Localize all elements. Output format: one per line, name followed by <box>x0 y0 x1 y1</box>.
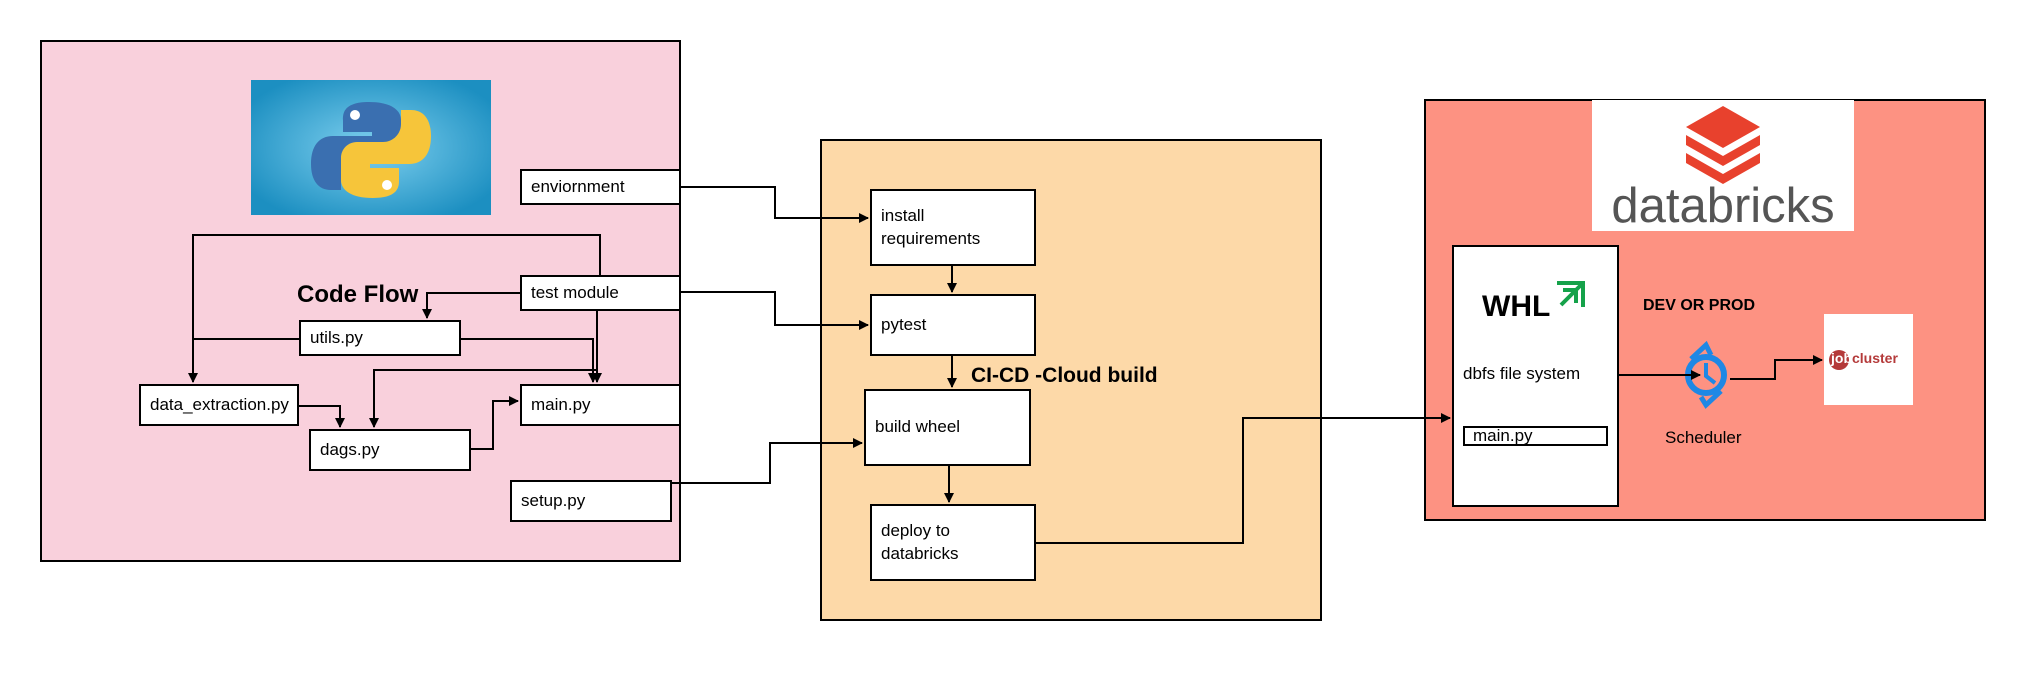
jobcluster-prefix: job <box>1831 350 1852 366</box>
pytest-box: pytest <box>870 294 1036 356</box>
utils-label: utils.py <box>310 327 363 347</box>
arrow-scheduler-to-jobcluster <box>1730 355 1823 380</box>
arrow-deploy-to-dbfs <box>1036 413 1451 544</box>
install-line1: install <box>881 206 925 226</box>
jobcluster-suffix: cluster <box>1852 350 1898 366</box>
jobcluster-text: jobcluster <box>1831 350 1898 366</box>
setup-label: setup.py <box>521 490 586 510</box>
environment-label-dev-prod: DEV OR PROD <box>1643 297 1756 314</box>
build-wheel-label: build wheel <box>875 417 961 437</box>
install-requirements-box: install requirements <box>870 189 1036 266</box>
code-flow-title: Code Flow <box>297 281 419 308</box>
arrow-setup-to-build <box>672 438 863 484</box>
environment-label: enviornment <box>531 176 625 196</box>
install-line2: requirements <box>881 228 981 248</box>
whl-chevron-icon <box>1557 281 1585 307</box>
pytest-label: pytest <box>881 314 927 334</box>
environment-box: enviornment <box>520 169 681 205</box>
arrow-test-to-utils <box>422 292 520 319</box>
arrow-env-to-install <box>681 186 869 223</box>
cicd-title: CI-CD -Cloud build <box>971 364 1158 387</box>
data-extraction-box: data_extraction.py <box>139 384 299 426</box>
arrow-utils-to-main <box>461 338 598 383</box>
python-logo-icon <box>251 80 491 215</box>
arrow-main-to-dags <box>369 369 597 428</box>
whl-text: WHL <box>1482 290 1551 323</box>
test-module-label: test module <box>531 282 619 302</box>
deploy-line2: databricks <box>881 543 959 563</box>
main-box: main.py <box>520 384 681 426</box>
jobcluster-logo: jobcluster <box>1824 314 1913 405</box>
deployed-main-label: main.py <box>1473 426 1533 445</box>
deploy-line1: deploy to <box>881 521 950 541</box>
whl-icon: WHL <box>1482 281 1592 325</box>
scheduler-label: Scheduler <box>1665 428 1742 447</box>
dbfs-file-system-box: WHL dbfs file system main.py <box>1452 245 1619 507</box>
arrow-test-to-extraction <box>188 234 601 383</box>
deploy-to-databricks-box: deploy to databricks <box>870 504 1036 581</box>
install-requirements-label: install requirements <box>881 205 980 249</box>
setup-box: setup.py <box>510 480 672 522</box>
dbfs-label: dbfs file system <box>1463 364 1581 383</box>
utils-box: utils.py <box>299 320 461 356</box>
databricks-wordmark: databricks <box>1611 179 1835 233</box>
dags-box: dags.py <box>309 429 471 471</box>
arrow-extraction-to-dags <box>299 405 345 428</box>
databricks-layers-icon <box>1686 106 1760 184</box>
arrow-dags-to-main <box>471 396 519 450</box>
arrow-test-to-pytest <box>681 291 869 330</box>
deploy-label: deploy to databricks <box>881 520 958 564</box>
dags-label: dags.py <box>320 439 380 459</box>
deployed-main-box: main.py <box>1463 426 1608 446</box>
databricks-logo: databricks <box>1592 100 1854 233</box>
jobcluster-badge-icon <box>1829 350 1849 370</box>
main-label: main.py <box>531 394 591 414</box>
data-extraction-label: data_extraction.py <box>150 394 289 414</box>
build-wheel-box: build wheel <box>864 389 1031 466</box>
test-module-box: test module <box>520 275 681 311</box>
